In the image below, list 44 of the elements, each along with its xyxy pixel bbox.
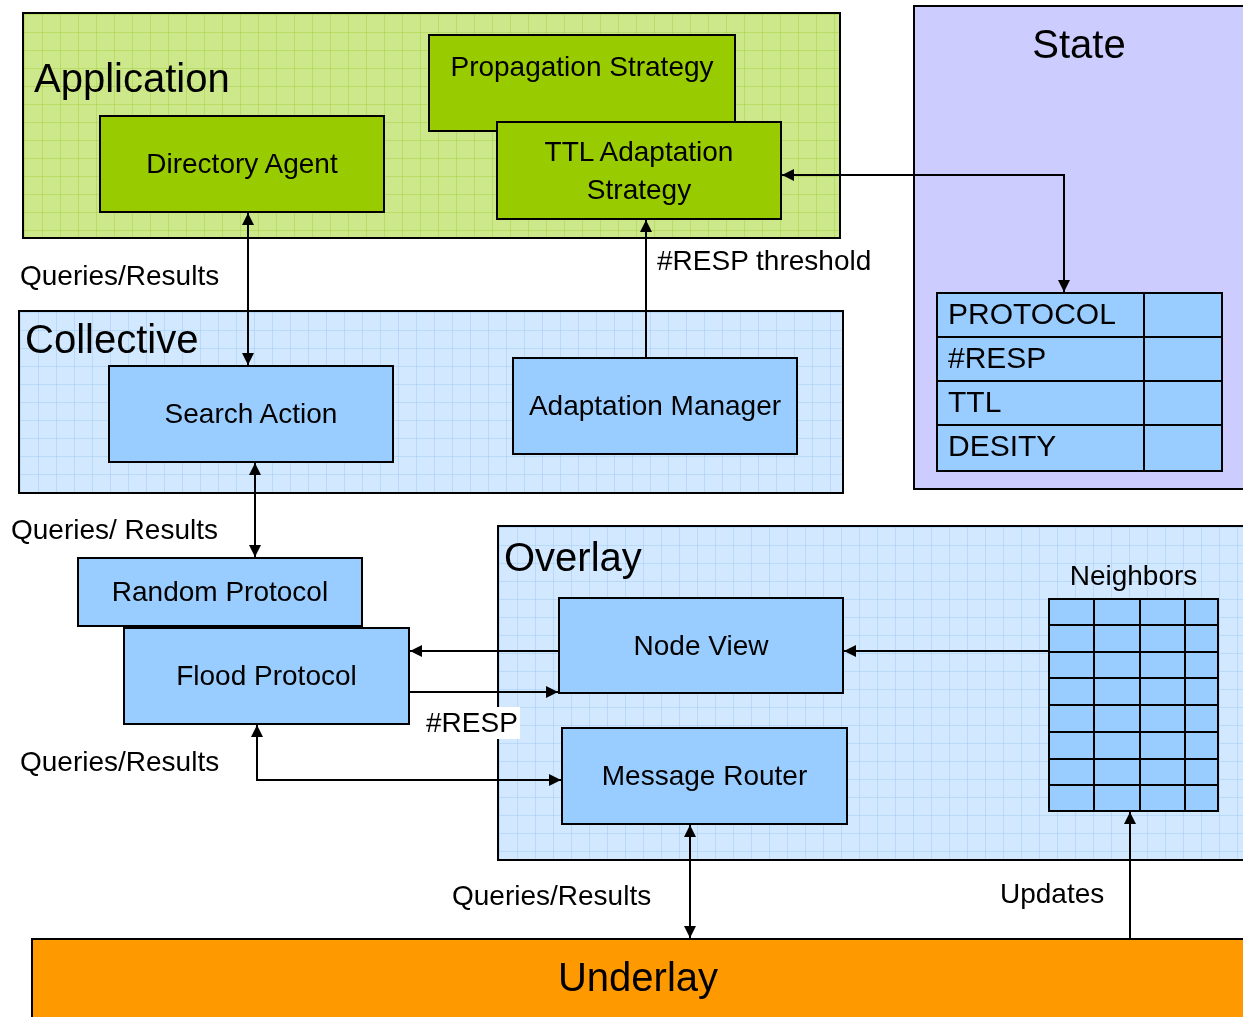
state-panel: [913, 5, 1243, 490]
box-label: Adaptation Manager: [527, 389, 783, 423]
table-cell: #RESP: [938, 338, 1143, 382]
table-cell: PROTOCOL: [938, 294, 1143, 338]
edge-label: #RESP: [424, 707, 520, 739]
component-box: [561, 727, 848, 825]
box-label: Flood Protocol: [175, 659, 358, 693]
arrow: [684, 824, 696, 939]
component-box: [428, 34, 736, 132]
layer-title: Underlay: [556, 955, 720, 999]
box-label: TTL Adaptation Strategy: [543, 134, 735, 207]
component-box: [558, 597, 844, 694]
arrow: [1124, 811, 1136, 939]
arrow: [249, 462, 261, 558]
arrow: [242, 212, 254, 366]
arrow: [409, 645, 559, 657]
arrow: [843, 645, 1049, 657]
box-label: Propagation Strategy: [449, 50, 715, 84]
box-label: Directory Agent: [145, 147, 339, 181]
component-box: [512, 357, 798, 455]
layer-title: Overlay: [504, 535, 642, 579]
arrow: [251, 724, 562, 786]
component-box: [77, 557, 363, 627]
component-box: [123, 627, 410, 725]
layer-bar: [31, 938, 1243, 1017]
layer-panel: [22, 12, 841, 239]
component-box: [936, 292, 1223, 472]
table-cell: TTL: [938, 382, 1143, 426]
table-heading: Neighbors: [1068, 560, 1199, 592]
box-label: Search Action: [163, 397, 339, 431]
layer-title: Application: [34, 56, 230, 100]
box-label: Message Router: [600, 759, 809, 793]
table-cell-text: DESITY: [947, 428, 1058, 464]
arrow: [409, 686, 559, 698]
box-label: Node View: [632, 628, 770, 663]
component-box: [108, 365, 394, 463]
arrow: [640, 219, 652, 358]
arrow: [781, 169, 1070, 293]
layer-title: Collective: [25, 317, 199, 361]
component-box: [496, 121, 782, 220]
layer-panel: [18, 310, 844, 494]
component-box: [99, 115, 385, 213]
layer-title: State: [1031, 22, 1127, 66]
box-label: Random Protocol: [110, 575, 330, 609]
